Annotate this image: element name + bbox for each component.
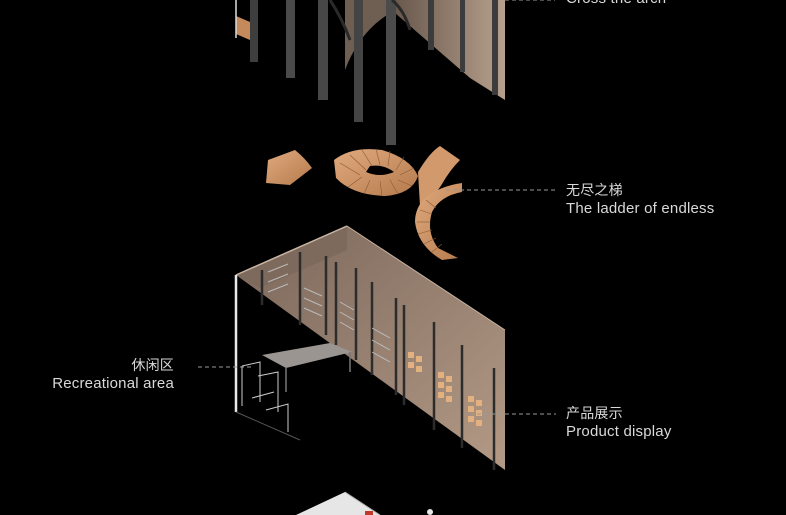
next-module-edge bbox=[344, 491, 381, 515]
label-recreational-zh: 休闲区 bbox=[131, 358, 174, 374]
display-rods bbox=[260, 252, 496, 470]
room-top-edge bbox=[235, 225, 348, 276]
label-ladder-zh: 无尽之梯 bbox=[566, 183, 623, 199]
stair-piece-2 bbox=[334, 149, 418, 196]
label-recreational-en: Recreational area bbox=[52, 375, 174, 392]
next-module bbox=[296, 491, 433, 515]
next-module-accent bbox=[365, 511, 373, 515]
recreation-table bbox=[262, 343, 352, 368]
display-room bbox=[234, 225, 506, 470]
product-boxes bbox=[408, 352, 482, 426]
stair-piece-1 bbox=[266, 150, 312, 185]
room-floor-edge bbox=[235, 411, 301, 441]
label-product: 产品展示 Product display bbox=[566, 405, 672, 441]
arch-pillar bbox=[354, 0, 363, 122]
label-ladder-en: The ladder of endless bbox=[566, 200, 715, 217]
arch-module bbox=[235, 0, 505, 145]
stair-piece-3 bbox=[418, 146, 460, 206]
label-ladder: 无尽之梯 The ladder of endless bbox=[566, 182, 714, 218]
label-product-zh: 产品展示 bbox=[566, 406, 623, 422]
arch-pillar bbox=[386, 0, 396, 145]
room-back-wall bbox=[236, 226, 505, 470]
arch-pillar bbox=[460, 0, 465, 72]
stair-treads-lower bbox=[417, 199, 443, 253]
arch-outline bbox=[328, 0, 352, 41]
next-module-detail bbox=[427, 509, 433, 515]
room-wall-upper bbox=[236, 226, 347, 288]
arch-wood-panel bbox=[236, 16, 250, 40]
label-arch-en: Cross the arch bbox=[566, 0, 666, 8]
arch-pillar bbox=[428, 0, 434, 50]
arch-pillar bbox=[492, 0, 498, 95]
arch-pillar bbox=[286, 0, 295, 78]
stair-piece-4 bbox=[415, 183, 462, 260]
spiral-stair bbox=[266, 146, 462, 260]
arch-back-wall bbox=[380, 0, 505, 100]
label-arch: Cross the arch bbox=[566, 0, 666, 8]
shelf-racks bbox=[267, 263, 391, 363]
label-product-en: Product display bbox=[566, 423, 672, 440]
room-right-edge bbox=[346, 225, 506, 331]
next-module-roof bbox=[296, 492, 380, 515]
arch-pillar bbox=[250, 0, 258, 62]
recreation-stools bbox=[241, 361, 289, 432]
stair-treads bbox=[339, 148, 415, 197]
arch-pillar bbox=[318, 0, 328, 100]
arch-outline bbox=[391, 0, 412, 31]
label-recreational: 休闲区 Recreational area bbox=[40, 357, 174, 393]
